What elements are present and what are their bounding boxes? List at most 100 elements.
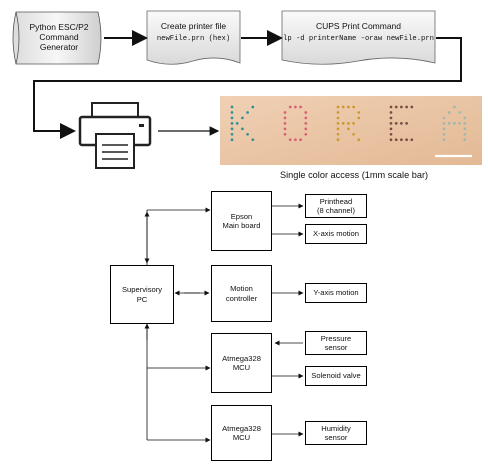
- y-axis-motion-box: Y-axis motion: [305, 283, 367, 303]
- sample-dot-a: [447, 122, 451, 125]
- sample-dot-o: [294, 105, 297, 109]
- mcu2-line2: MCU: [232, 433, 251, 442]
- generator-line1: Python ESC/P2: [29, 22, 89, 33]
- sample-dot-k: [251, 138, 255, 142]
- sample-dot-e: [389, 132, 393, 136]
- motion-line1: Motion: [230, 284, 253, 294]
- sample-dot-r: [357, 138, 361, 142]
- sample-dot-e: [405, 105, 408, 109]
- sample-dot-k: [246, 132, 249, 136]
- sample-dot-r: [336, 105, 340, 109]
- generator-shape: [12, 11, 102, 65]
- printer-file-shape: [146, 10, 241, 65]
- sample-dot-a: [447, 111, 451, 114]
- printer-file-label: Create printer file newFile.prn (hex): [147, 16, 240, 50]
- sample-dot-a: [458, 111, 461, 114]
- print-sample-image: [220, 96, 482, 165]
- sample-dot-r: [357, 116, 361, 120]
- cups-title: CUPS Print Command: [315, 21, 402, 32]
- sample-dot-e: [400, 122, 403, 125]
- solenoid-label: Solenoid valve: [311, 371, 361, 381]
- sample-dot-e: [405, 122, 408, 125]
- sample-caption: Single color access (1mm scale bar): [280, 170, 429, 180]
- solenoid-valve-box: Solenoid valve: [305, 366, 367, 386]
- printhead-line2: (8 channel): [317, 206, 355, 215]
- cups-code: lp -d printerName -oraw newFile.prn: [283, 35, 434, 44]
- printer-file-code: newFile.prn (hex): [156, 35, 231, 44]
- sample-dot-r: [336, 127, 340, 131]
- sample-dot-k: [230, 111, 234, 114]
- epson-line1: Epson: [230, 211, 253, 221]
- sample-dot-r: [352, 132, 355, 136]
- sample-dot-a: [458, 122, 461, 125]
- sample-dot-r: [336, 116, 340, 120]
- sample-dot-o: [304, 132, 308, 136]
- sample-letters: [230, 105, 467, 142]
- sample-dot-r: [347, 122, 350, 125]
- sample-dot-e: [400, 105, 403, 109]
- sample-dot-k: [230, 127, 234, 131]
- sample-dot-e: [394, 138, 398, 142]
- sample-dot-o: [283, 111, 287, 114]
- sample-dot-o: [283, 132, 287, 136]
- cups-label: CUPS Print Command lp -d printerName -or…: [282, 16, 435, 50]
- sample-dot-e: [389, 116, 393, 120]
- sample-dot-k: [230, 132, 234, 136]
- epson-line2: Main board: [222, 221, 261, 230]
- sample-dot-k: [246, 111, 249, 114]
- sample-dot-r: [336, 111, 340, 114]
- x-axis-motion-box: X-axis motion: [305, 224, 367, 244]
- y-axis-label: Y-axis motion: [313, 288, 359, 298]
- humidity-line2: sensor: [324, 433, 348, 442]
- sample-dot-o: [299, 105, 302, 109]
- arrow-cups-to-printer: [33, 37, 462, 139]
- sample-dot-k: [235, 122, 239, 125]
- mcu1-line1: Atmega328: [222, 353, 261, 363]
- sample-dot-o: [299, 138, 302, 142]
- sample-dot-e: [410, 138, 414, 142]
- sample-dot-a: [442, 132, 446, 136]
- sample-dot-e: [394, 105, 398, 109]
- printhead-line1: Printhead: [319, 196, 353, 206]
- printer-file-title: Create printer file: [160, 21, 227, 32]
- mcu1-line2: MCU: [232, 363, 251, 372]
- sample-dot-a: [442, 116, 446, 120]
- printer-icon: [78, 102, 152, 169]
- sample-dot-k: [241, 127, 244, 131]
- sample-dot-k: [241, 116, 244, 120]
- supervisory-line1: Supervisory: [121, 285, 163, 295]
- sample-dot-r: [357, 111, 361, 114]
- generator-line3: Generator: [39, 41, 79, 52]
- sample-dot-o: [294, 138, 297, 142]
- sample-dot-k: [230, 138, 234, 142]
- humidity-line1: Humidity: [321, 423, 351, 433]
- sample-dot-e: [389, 127, 393, 131]
- pressure-line1: Pressure: [320, 333, 352, 343]
- x-axis-label: X-axis motion: [312, 229, 359, 239]
- sample-dot-o: [288, 105, 292, 109]
- cups-shape: [281, 10, 436, 65]
- sample-dot-a: [463, 132, 467, 136]
- sample-dot-r: [347, 105, 350, 109]
- sample-dot-e: [389, 122, 393, 125]
- sample-dot-r: [336, 122, 340, 125]
- supervisory-line2: PC: [136, 294, 148, 304]
- sample-dot-a: [442, 122, 446, 125]
- sample-dot-a: [463, 127, 467, 131]
- printhead-box: Printhead(8 channel): [305, 194, 367, 218]
- sample-dot-e: [389, 111, 393, 114]
- sample-dot-a: [463, 116, 467, 120]
- sample-dot-r: [341, 122, 345, 125]
- sample-dot-e: [394, 122, 398, 125]
- generator-label: Python ESC/P2 Command Generator: [18, 14, 100, 62]
- sample-dot-e: [389, 105, 393, 109]
- sample-dot-o: [304, 127, 308, 131]
- sample-dot-k: [230, 122, 234, 125]
